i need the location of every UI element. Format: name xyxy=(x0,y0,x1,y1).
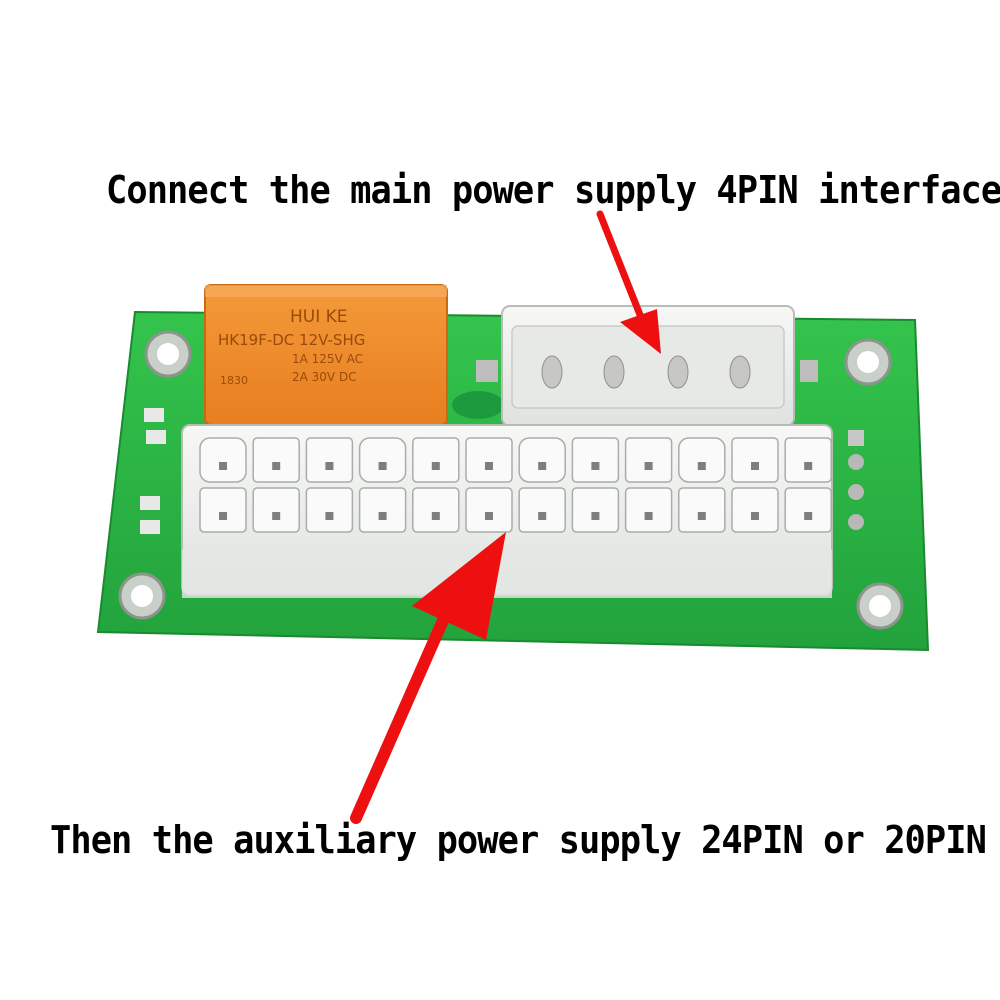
atx-pin-cell xyxy=(465,487,513,533)
atx-pin-cell xyxy=(252,437,300,483)
arrow-to-24pin xyxy=(350,532,506,824)
atx-pin-cell xyxy=(731,487,779,533)
atx-pin xyxy=(485,512,493,520)
arrow-to-4pin xyxy=(596,210,661,354)
atx-pin-cell xyxy=(784,487,832,533)
atx-pin-cell xyxy=(199,487,247,533)
atx-pin-cell xyxy=(784,437,832,483)
atx-pin xyxy=(697,462,706,470)
atx-pin-cell xyxy=(624,437,673,483)
atx-pin-cell xyxy=(678,437,726,483)
atx-pin xyxy=(431,462,440,470)
atx-pin-cell xyxy=(199,437,247,483)
atx-pin-cell xyxy=(358,437,407,483)
relay-line2: 1A 125V AC xyxy=(292,352,363,366)
mounting-holes xyxy=(118,330,904,630)
relay-code: 1830 xyxy=(220,374,248,387)
atx-pin-grid xyxy=(199,437,832,533)
atx-pin-cell xyxy=(412,487,460,533)
atx-pin-cell xyxy=(518,437,566,483)
relay: HUI KE HK19F-DC 12V-SHG 1A 125V AC 2A 30… xyxy=(204,284,448,426)
atx-pin xyxy=(325,512,334,520)
atx-pin xyxy=(325,462,334,470)
relay-line3: 2A 30V DC xyxy=(292,370,357,384)
atx-pin-cell xyxy=(518,487,566,533)
relay-line1: HK19F-DC 12V-SHG xyxy=(218,331,365,349)
atx-pin-cell xyxy=(571,487,620,533)
atx-pin xyxy=(485,462,493,470)
atx-pin xyxy=(751,512,759,520)
atx-pin xyxy=(644,512,653,520)
atx-pin xyxy=(219,512,227,520)
atx-pin xyxy=(644,462,653,470)
molex-pins xyxy=(541,355,751,389)
atx-pin-cell xyxy=(412,437,460,483)
atx-24pin-connector xyxy=(181,424,833,598)
atx-pin-cell xyxy=(305,487,354,533)
atx-pin-cell xyxy=(305,437,354,483)
atx-pin xyxy=(697,512,706,520)
atx-pin-cell xyxy=(571,437,620,483)
atx-pin xyxy=(804,512,813,520)
atx-pin xyxy=(591,462,600,470)
atx-pin xyxy=(431,512,440,520)
top-caption: Connect the main power supply 4PIN inter… xyxy=(106,168,1000,212)
atx-pin xyxy=(378,462,387,470)
atx-pin xyxy=(591,512,600,520)
atx-pin xyxy=(219,462,227,470)
relay-brand: HUI KE xyxy=(290,307,348,327)
atx-pin xyxy=(538,462,547,470)
atx-pin xyxy=(538,512,547,520)
molex-4pin-connector xyxy=(501,305,795,427)
atx-pin xyxy=(751,462,759,470)
atx-pin xyxy=(804,462,813,470)
atx-pin-cell xyxy=(465,437,513,483)
bottom-caption: Then the auxiliary power supply 24PIN or… xyxy=(50,818,987,862)
atx-pin xyxy=(272,462,281,470)
atx-pin xyxy=(378,512,387,520)
atx-pin-cell xyxy=(731,437,779,483)
atx-pin-cell xyxy=(358,487,407,533)
atx-pin-cell xyxy=(678,487,726,533)
smd-components xyxy=(140,360,864,534)
atx-pin-cell xyxy=(624,487,673,533)
atx-pin-cell xyxy=(252,487,300,533)
atx-pin xyxy=(272,512,281,520)
